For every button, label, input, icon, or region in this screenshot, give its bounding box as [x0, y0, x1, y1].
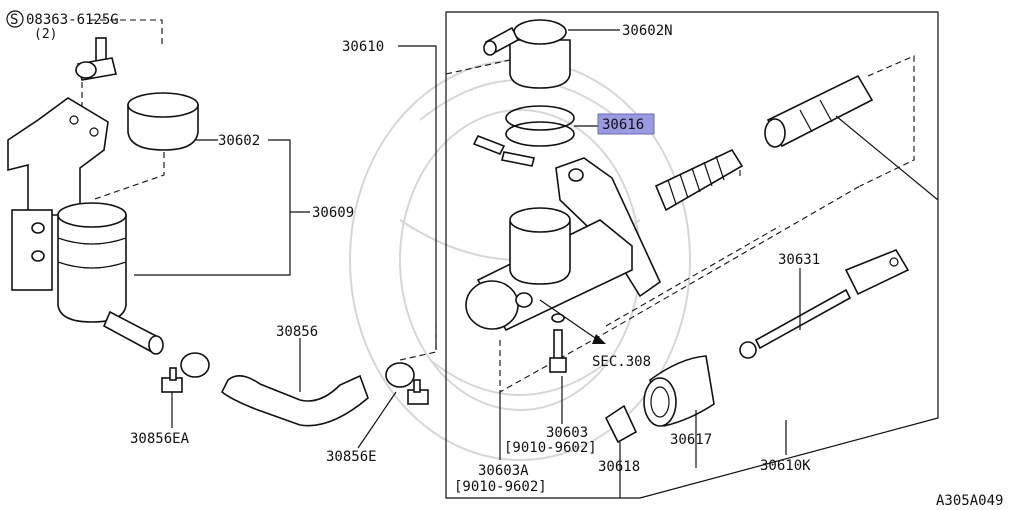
bolt-part [75, 37, 117, 81]
piston-part [764, 74, 874, 148]
label-reservoir[interactable]: 30609 [312, 205, 354, 221]
label-bracket-a-range: [9010-9602] [454, 479, 547, 495]
label-cap[interactable]: 30602 [218, 133, 260, 149]
label-seal[interactable]: 30618 [598, 459, 640, 475]
pushrod-part [739, 249, 910, 359]
label-bleeder-range: [9010-9602] [504, 440, 597, 456]
filler-cap-part [483, 19, 571, 89]
label-clamp-e[interactable]: 30856E [326, 449, 377, 465]
label-assembly[interactable]: 30610 [342, 39, 384, 55]
small-bolts-part [472, 134, 535, 167]
label-clamp-ea[interactable]: 30856EA [130, 431, 190, 447]
svg-text:S: S [10, 12, 18, 28]
bracket-part [7, 97, 109, 291]
spring-part [654, 148, 744, 212]
label-pushrod[interactable]: 30631 [778, 252, 820, 268]
label-snap-ring[interactable]: 30616 [602, 117, 644, 133]
label-bleeder[interactable]: 30603 [546, 425, 588, 441]
clamp-ea-part [161, 352, 210, 393]
label-bolt-qty: (2) [34, 27, 57, 42]
master-cylinder-part [465, 157, 662, 332]
label-assembly-k[interactable]: 30610K [760, 458, 811, 474]
label-boot[interactable]: 30617 [670, 432, 712, 448]
label-sec-ref[interactable]: SEC.308 [592, 354, 651, 370]
label-hose[interactable]: 30856 [276, 324, 318, 340]
seal-part [604, 404, 638, 444]
hose-part [220, 374, 369, 427]
figure-code: A305A049 [936, 493, 1003, 509]
label-filler-cap[interactable]: 30602N [622, 23, 673, 39]
boot-part [643, 355, 715, 427]
cap-part [127, 92, 199, 151]
clamp-e-part [385, 362, 429, 405]
bleeder-part [549, 313, 567, 373]
label-snap-ring-highlight [597, 113, 655, 135]
label-bolt-code[interactable]: 08363-6125G [26, 12, 119, 28]
snap-ring-part [505, 105, 575, 147]
s-circle-icon: S [6, 10, 24, 28]
label-bracket-a[interactable]: 30603A [478, 463, 529, 479]
reservoir-part [57, 202, 164, 355]
